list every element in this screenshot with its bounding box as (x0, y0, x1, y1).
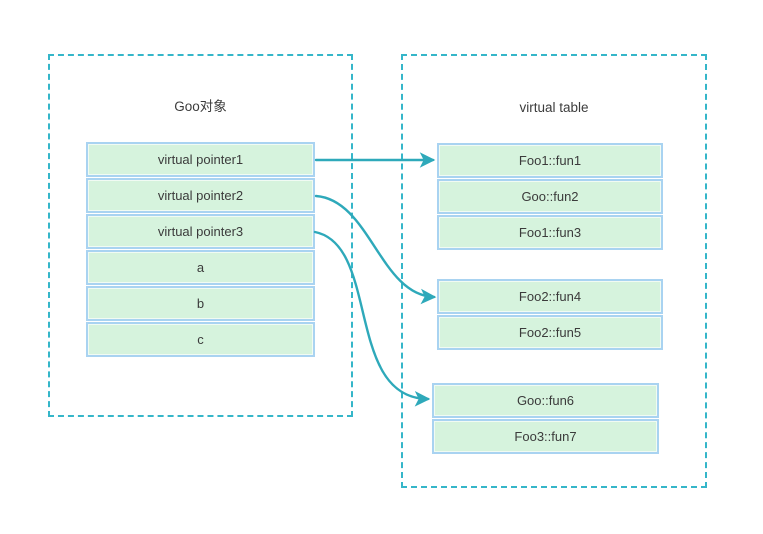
goo-cell-virtual-pointer1: virtual pointer1 (86, 142, 315, 177)
vtable2-cell-fun4: Foo2::fun4 (437, 279, 663, 314)
vtable1-cell-fun1: Foo1::fun1 (437, 143, 663, 178)
goo-cell-virtual-pointer3: virtual pointer3 (86, 214, 315, 249)
vtable-3: Goo::fun6 Foo3::fun7 (432, 383, 659, 454)
vtable3-cell-fun7: Foo3::fun7 (432, 419, 659, 454)
vtable-1: Foo1::fun1 Goo::fun2 Foo1::fun3 (437, 143, 663, 250)
goo-cell-a: a (86, 250, 315, 285)
virtual-table-title: virtual table (519, 100, 589, 115)
goo-cell-c: c (86, 322, 315, 357)
goo-object-table: virtual pointer1 virtual pointer2 virtua… (86, 142, 315, 357)
vtable3-cell-fun6: Goo::fun6 (432, 383, 659, 418)
goo-cell-b: b (86, 286, 315, 321)
goo-cell-virtual-pointer2: virtual pointer2 (86, 178, 315, 213)
goo-object-title: Goo对象 (174, 99, 227, 114)
vtable1-cell-fun3: Foo1::fun3 (437, 215, 663, 250)
vtable-2: Foo2::fun4 Foo2::fun5 (437, 279, 663, 350)
vtable2-cell-fun5: Foo2::fun5 (437, 315, 663, 350)
vtable1-cell-fun2: Goo::fun2 (437, 179, 663, 214)
